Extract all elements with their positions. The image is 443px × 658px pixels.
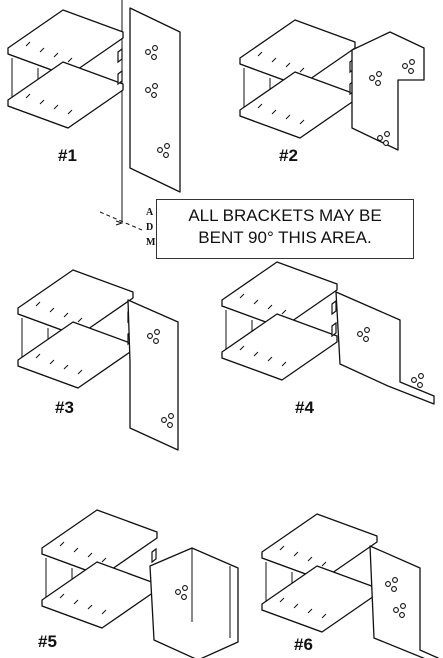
bracket-1-label: #1 bbox=[58, 146, 77, 165]
dimension-letter-m: M bbox=[146, 237, 156, 248]
callout-line-2: BENT 90° THIS AREA. bbox=[198, 228, 372, 247]
bracket-6-drawing bbox=[261, 513, 439, 658]
bracket-2-drawing bbox=[239, 19, 425, 151]
dimension-letter-d: D bbox=[146, 222, 154, 233]
bracket-4-drawing bbox=[221, 261, 435, 405]
callout-line-1: ALL BRACKETS MAY BE bbox=[188, 206, 382, 225]
bracket-1-drawing bbox=[7, 7, 181, 193]
bracket-4-label: #4 bbox=[295, 398, 314, 417]
bracket-6-label: #6 bbox=[294, 635, 313, 654]
bracket-2-label: #2 bbox=[279, 146, 298, 165]
dimension-letter-a: A bbox=[146, 207, 154, 218]
bend-area-callout: ALL BRACKETS MAY BE BENT 90° THIS AREA. bbox=[156, 199, 414, 259]
bracket-5-drawing bbox=[41, 509, 239, 658]
bracket-3-label: #3 bbox=[55, 398, 74, 417]
bracket-5-label: #5 bbox=[38, 632, 57, 651]
bracket-3-drawing bbox=[17, 269, 179, 451]
